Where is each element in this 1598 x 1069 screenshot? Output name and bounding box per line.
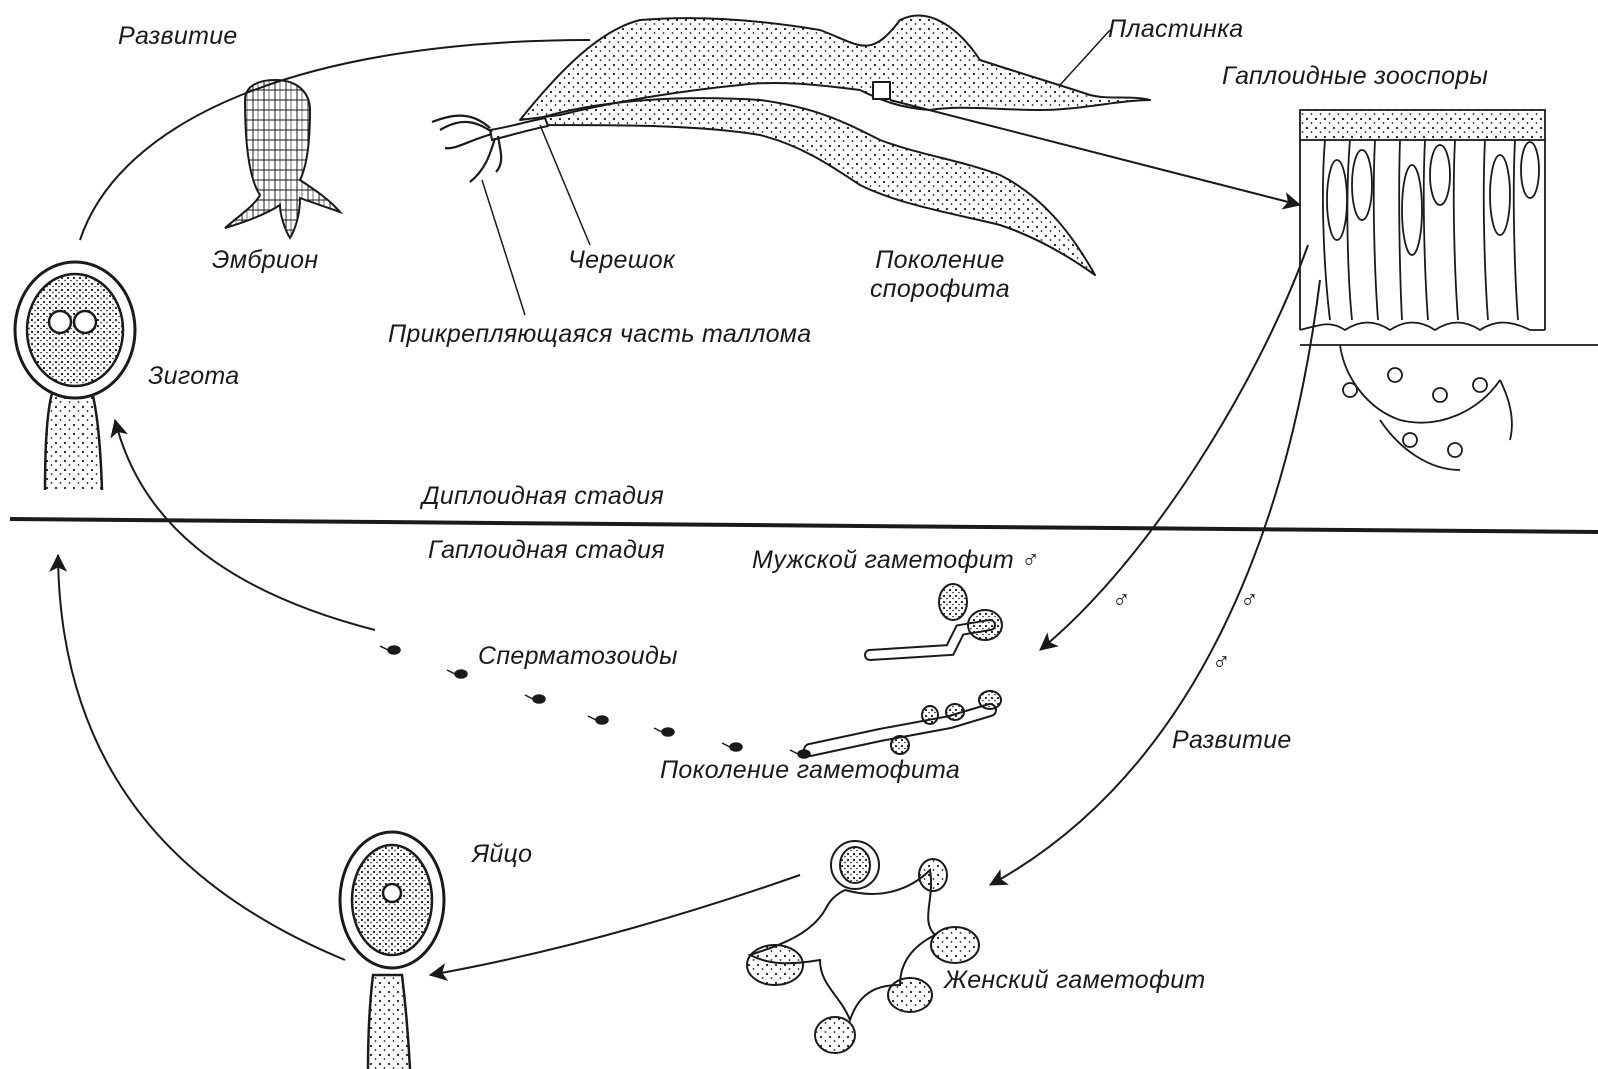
embryo-illustration <box>225 80 340 238</box>
label-development-top: Развитие <box>118 22 238 51</box>
zoospore-tissue-illustration <box>1300 110 1598 470</box>
label-sporophyte-line2: спорофита <box>870 275 1010 304</box>
label-zygote: Зигота <box>148 362 239 391</box>
label-sporophyte-line1: Поколение <box>870 246 1010 275</box>
label-sporophyte-generation: Поколение спорофита <box>870 246 1010 304</box>
label-embryo: Эмбрион <box>212 246 318 275</box>
sporophyte-illustration <box>432 16 1150 275</box>
egg-illustration <box>340 832 444 1069</box>
gametophyte-filament-illustration <box>810 691 1001 754</box>
male-symbol-3: ♂ <box>1212 648 1231 677</box>
arrow-sperm-to-zygote <box>115 420 375 630</box>
label-development-right: Развитие <box>1172 726 1292 755</box>
label-haploid-zoospores: Гаплоидные зооспоры <box>1222 62 1488 91</box>
label-male-gametophyte: Мужской гаметофит ♂ <box>752 546 1040 575</box>
female-gametophyte-illustration <box>747 841 979 1053</box>
male-gametophyte-illustration <box>870 584 1002 655</box>
label-egg: Яйцо <box>472 840 532 869</box>
label-diploid-stage: Диплоидная стадия <box>422 482 664 511</box>
cycle-arrows <box>58 40 1320 975</box>
zygote-illustration <box>15 262 135 490</box>
stage-divider-line <box>10 519 1598 532</box>
arrow-to-female-gametophyte <box>990 280 1320 885</box>
label-male-gametophyte-text: Мужской гаметофит <box>752 546 1014 574</box>
male-symbol-1: ♂ <box>1112 586 1131 615</box>
arrow-female-to-egg <box>430 875 800 975</box>
label-petiole: Черешок <box>568 246 675 275</box>
arrow-to-male-gametophyte <box>1040 245 1308 650</box>
label-sperm: Сперматозоиды <box>478 642 678 671</box>
label-blade: Пластинка <box>1108 15 1244 44</box>
label-haploid-stage: Гаплоидная стадия <box>428 536 665 565</box>
label-holdfast: Прикрепляющаяся часть таллома <box>388 320 811 349</box>
male-symbol-icon: ♂ <box>1021 546 1040 574</box>
arrow-egg-to-zygote <box>58 555 345 960</box>
male-symbol-2: ♂ <box>1240 586 1259 615</box>
label-female-gametophyte: Женский гаметофит <box>944 966 1206 995</box>
label-gametophyte-generation: Поколение гаметофита <box>660 756 960 785</box>
